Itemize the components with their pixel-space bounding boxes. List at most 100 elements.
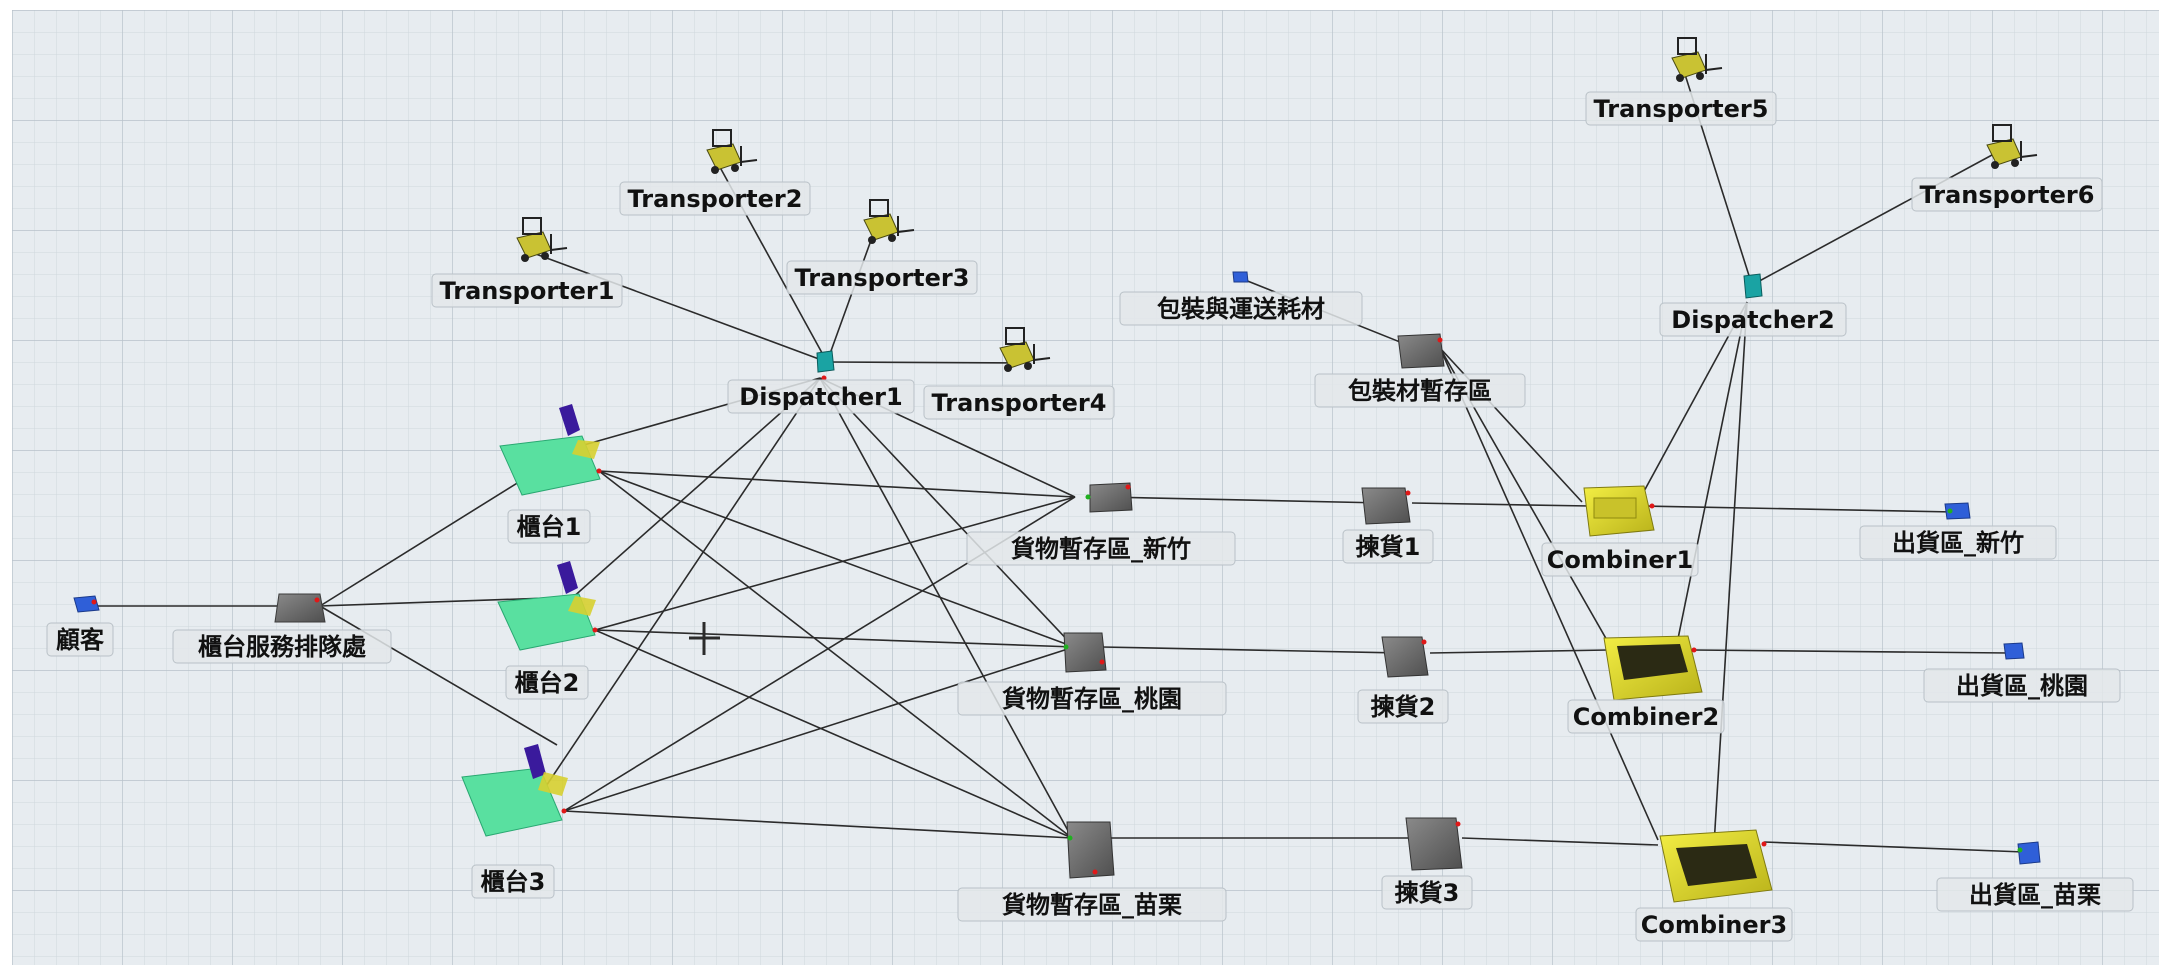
label-combiner3: Combiner3	[1635, 907, 1793, 942]
queue-icon	[1361, 487, 1411, 525]
dispatcher2[interactable]	[1743, 273, 1763, 299]
desk-icon	[572, 440, 600, 459]
svg-text:顧客: 顧客	[56, 626, 105, 654]
combiner-tray-icon	[1593, 497, 1637, 519]
label-counter1: 櫃台1	[507, 509, 591, 544]
packaging-source[interactable]	[1232, 271, 1249, 283]
customer-source[interactable]	[73, 595, 100, 613]
svg-text:貨物暫存區_新竹: 貨物暫存區_新竹	[1011, 535, 1191, 563]
port-dot-icon	[1421, 639, 1427, 645]
combiner2[interactable]	[1603, 635, 1703, 701]
pick3[interactable]	[1405, 817, 1463, 871]
label-packaging-source: 包裝與運送耗材	[1119, 291, 1363, 326]
svg-text:Transporter3: Transporter3	[795, 264, 970, 292]
label-transporter4: Transporter4	[923, 385, 1115, 420]
svg-text:貨物暫存區_桃園: 貨物暫存區_桃園	[1002, 685, 1182, 713]
svg-text:包裝材暫存區: 包裝材暫存區	[1348, 377, 1492, 405]
label-combiner2: Combiner2	[1567, 699, 1725, 734]
storage-taoyuan[interactable]	[1063, 632, 1107, 673]
transporter3[interactable]	[863, 199, 915, 244]
label-pick1: 揀貨1	[1342, 529, 1434, 564]
packaging-storage[interactable]	[1397, 333, 1445, 369]
port-dot-icon	[1092, 869, 1098, 875]
3d-model-view[interactable]: 顧客 櫃台服務排隊處 櫃台1 櫃台2 櫃台3 貨物暫存區_新竹 貨物暫存區_桃園…	[12, 10, 2159, 965]
port-dot-icon	[1099, 659, 1105, 665]
label-counter-queue: 櫃台服務排隊處	[172, 629, 392, 664]
port-dot-icon	[596, 468, 602, 474]
port-dot-icon	[1691, 647, 1697, 653]
counter3[interactable]	[461, 744, 568, 837]
storage-hsinchu[interactable]	[1085, 482, 1133, 513]
label-customer: 顧客	[46, 622, 114, 657]
combiner-tray-icon	[1617, 644, 1688, 680]
queue-icon	[1405, 817, 1463, 871]
ship-miaoli[interactable]	[2017, 841, 2041, 865]
queue-icon	[1397, 333, 1445, 369]
source-icon	[1232, 271, 1249, 283]
crosshair-cursor-icon	[689, 622, 720, 655]
queue-icon	[1063, 632, 1107, 673]
label-transporter6: Transporter6	[1911, 177, 2103, 212]
port-dot-icon	[1085, 494, 1091, 500]
port-dot-icon	[1761, 841, 1767, 847]
transporter6[interactable]	[1986, 124, 2038, 169]
pick1[interactable]	[1361, 487, 1411, 525]
port-dot-icon	[1405, 490, 1411, 496]
monitor-icon	[557, 561, 578, 594]
port-dot-icon	[1063, 644, 1069, 650]
sink-icon	[2017, 841, 2041, 865]
dispatcher1[interactable]	[816, 350, 835, 381]
label-ship-taoyuan: 出貨區_桃園	[1923, 668, 2121, 703]
combiner3[interactable]	[1659, 829, 1773, 903]
counter-queue[interactable]	[274, 593, 326, 623]
counter-mat-icon	[461, 767, 563, 837]
svg-text:貨物暫存區_苗栗: 貨物暫存區_苗栗	[1002, 891, 1182, 919]
label-ship-miaoli: 出貨區_苗栗	[1936, 877, 2134, 912]
model-view-svg[interactable]: 顧客 櫃台服務排隊處 櫃台1 櫃台2 櫃台3 貨物暫存區_新竹 貨物暫存區_桃園…	[12, 10, 2159, 965]
label-dispatcher2: Dispatcher2	[1659, 302, 1847, 337]
svg-text:Combiner3: Combiner3	[1641, 911, 1787, 939]
combiner-tray-icon	[1676, 844, 1757, 886]
label-storage-taoyuan: 貨物暫存區_桃園	[957, 681, 1227, 716]
ship-taoyuan[interactable]	[2003, 642, 2025, 660]
queue-icon	[274, 593, 326, 623]
ship-hsinchu[interactable]	[1944, 502, 1971, 520]
floor-grid-major	[12, 10, 2159, 965]
port-dot-icon	[1455, 821, 1461, 827]
transporter5[interactable]	[1671, 37, 1723, 82]
label-dispatcher1: Dispatcher1	[727, 379, 915, 414]
svg-text:Dispatcher2: Dispatcher2	[1671, 306, 1834, 334]
svg-text:Combiner1: Combiner1	[1547, 546, 1693, 574]
sink-icon	[1944, 502, 1971, 520]
svg-text:Transporter2: Transporter2	[628, 185, 803, 213]
svg-text:揀貨2: 揀貨2	[1371, 693, 1436, 721]
queue-icon	[1089, 482, 1133, 513]
transporter2[interactable]	[706, 129, 758, 174]
port-dot-icon	[1067, 835, 1073, 841]
dispatcher-icon	[1743, 273, 1763, 299]
label-pick3: 揀貨3	[1381, 875, 1473, 910]
pick2[interactable]	[1381, 636, 1429, 678]
svg-text:櫃台服務排隊處: 櫃台服務排隊處	[198, 633, 366, 661]
counter2[interactable]	[497, 561, 598, 651]
port-dot-icon	[1649, 503, 1655, 509]
storage-miaoli[interactable]	[1066, 821, 1115, 879]
svg-text:Transporter4: Transporter4	[932, 389, 1107, 417]
svg-text:Transporter1: Transporter1	[440, 277, 615, 305]
monitor-icon	[559, 404, 580, 436]
transporter4[interactable]	[999, 327, 1051, 372]
svg-text:包裝與運送耗材: 包裝與運送耗材	[1157, 295, 1325, 323]
label-counter3: 櫃台3	[471, 864, 555, 899]
counter1[interactable]	[499, 404, 602, 496]
svg-text:Transporter5: Transporter5	[1594, 95, 1769, 123]
svg-text:Combiner2: Combiner2	[1573, 703, 1719, 731]
port-dot-icon	[592, 627, 598, 633]
svg-text:揀貨1: 揀貨1	[1356, 533, 1421, 561]
combiner1[interactable]	[1583, 485, 1655, 537]
monitor-icon	[524, 744, 546, 779]
svg-text:Dispatcher1: Dispatcher1	[739, 383, 902, 411]
label-storage-miaoli: 貨物暫存區_苗栗	[957, 887, 1227, 922]
port-dot-icon	[1125, 484, 1131, 490]
transporter1[interactable]	[516, 217, 568, 262]
